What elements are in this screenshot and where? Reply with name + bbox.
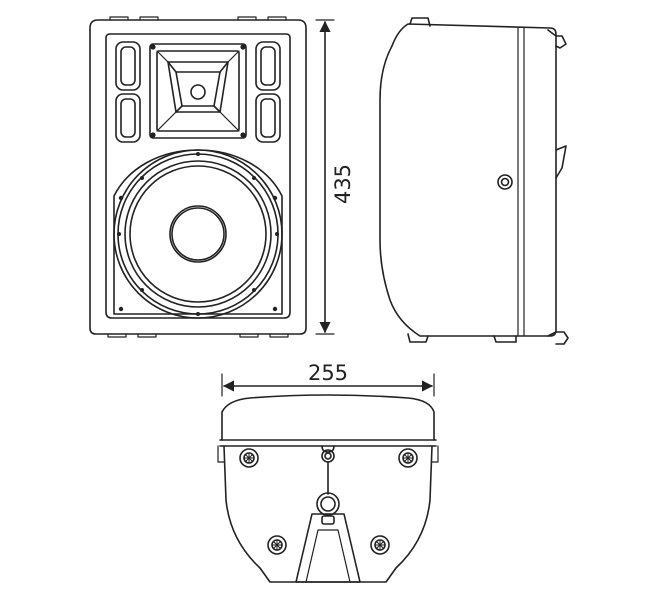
- bottom-front-edge: [219, 439, 437, 447]
- horn-throat: [190, 84, 206, 100]
- front-view: [89, 16, 307, 338]
- width-dimension: 255: [221, 361, 435, 397]
- bottom-center-channel: [321, 445, 335, 453]
- front-baffle: [105, 33, 291, 319]
- bottom-stand-plate: [295, 513, 361, 583]
- height-dimension: 435: [315, 19, 355, 335]
- side-baffle-line: [517, 27, 525, 337]
- side-view: [379, 17, 569, 345]
- bottom-pole-socket: [316, 492, 340, 516]
- bottom-view: [217, 394, 439, 583]
- woofer-dust-cap: [169, 205, 227, 263]
- bottom-side-ribs: [217, 445, 439, 463]
- side-handle: [555, 145, 567, 179]
- side-cabinet-outline: [379, 23, 557, 337]
- horn: [149, 43, 247, 139]
- front-bottom-tabs: [107, 333, 289, 338]
- bass-ports: [115, 41, 281, 143]
- side-top-feet: [409, 17, 567, 49]
- height-label: 435: [331, 164, 355, 204]
- side-bottom-feet: [407, 331, 569, 345]
- side-pole-mount: [497, 174, 513, 190]
- woofer: [113, 149, 283, 319]
- bottom-rear-curve: [221, 394, 435, 441]
- front-cabinet-outline: [89, 19, 307, 335]
- rubber-feet: [239, 448, 418, 555]
- front-top-tabs: [109, 16, 287, 21]
- width-label: 255: [308, 361, 348, 385]
